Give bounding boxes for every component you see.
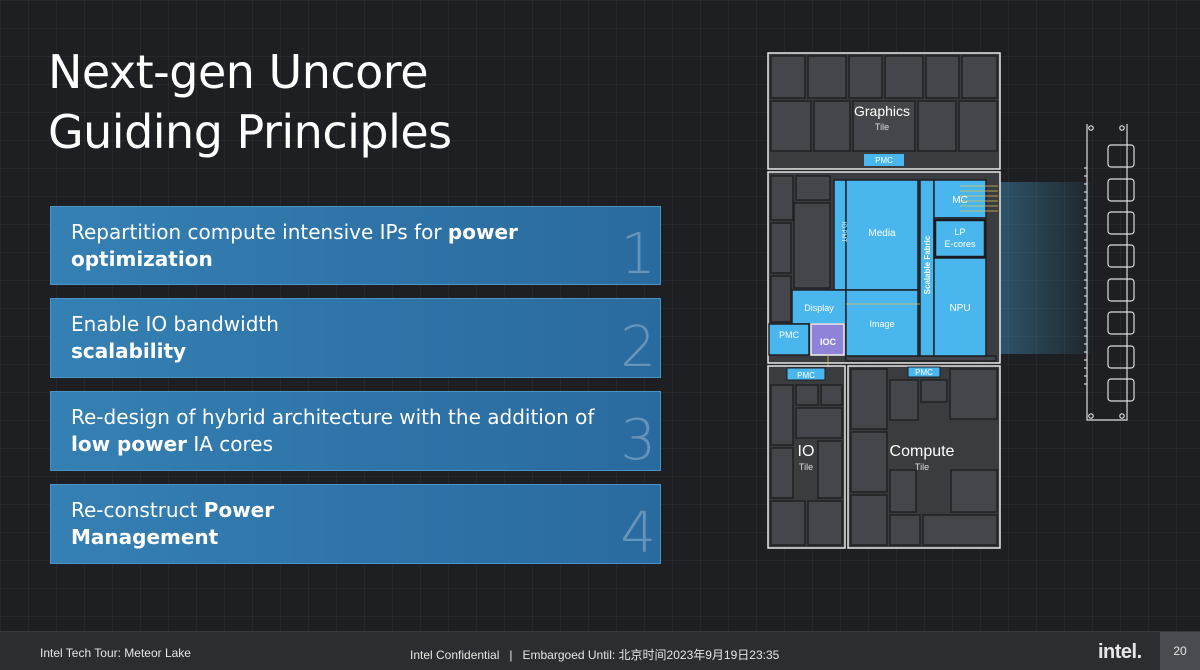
principle-card-2: Enable IO bandwidth scalability 2 — [50, 298, 661, 380]
io-tile — [767, 365, 846, 549]
io-pmc-block — [786, 367, 826, 381]
page-number: 20 — [1160, 632, 1200, 670]
fabric-label: Scalable Fabric — [923, 235, 932, 294]
soc-pmc-label: PMC — [779, 330, 800, 340]
memory-module — [1084, 124, 1135, 421]
lp-ecores-label-2: E-cores — [944, 239, 976, 249]
principle-card-4: Re-construct Power Management 4 — [50, 484, 661, 566]
principle-text: Re-construct Power Management — [71, 498, 275, 549]
title-line-2: Guiding Principles — [48, 105, 452, 159]
principle-text: Enable IO bandwidth scalability — [71, 312, 279, 363]
lp-ecores-label: LP — [954, 227, 965, 237]
principle-number: 4 — [620, 501, 656, 566]
lp-ecores-outline — [933, 218, 987, 259]
graphics-tile-sub: Tile — [875, 122, 889, 132]
footer-event: Intel Tech Tour: Meteor Lake — [40, 646, 191, 660]
ioc-block — [810, 323, 845, 356]
io-tile-label: IO — [798, 443, 815, 460]
graphics-pmc-label: PMC — [875, 156, 893, 165]
iopmt-label: IO PMT — [840, 222, 846, 243]
compute-pmc-label: PMC — [915, 368, 933, 377]
soc-blocks — [768, 179, 987, 357]
principle-text: Re-design of hybrid architecture with th… — [71, 405, 595, 456]
principle-number: 1 — [620, 222, 656, 287]
principle-card-3: Re-design of hybrid architecture with th… — [50, 391, 661, 473]
graphics-tile — [767, 52, 1001, 170]
io-pmc-label: PMC — [797, 371, 815, 380]
mc-lines — [827, 185, 998, 368]
npu-label: NPU — [949, 303, 970, 314]
principle-text: Repartition compute intensive IPs for po… — [71, 219, 518, 271]
footer-bar: Intel Tech Tour: Meteor Lake Intel Confi… — [0, 631, 1200, 670]
footer-confidential: Intel Confidential | Embargoed Until: 北京… — [410, 648, 780, 662]
title-line-1: Next-gen Uncore — [48, 45, 429, 99]
graphics-tile-label: Graphics — [854, 103, 910, 119]
image-label: Image — [869, 319, 894, 329]
mc-label: MC — [952, 195, 968, 206]
compute-pmc-block — [907, 366, 941, 378]
ioc-label: IOC — [820, 337, 837, 347]
compute-tile — [847, 365, 1001, 549]
io-tile-sub: Tile — [799, 462, 813, 472]
media-label: Media — [868, 228, 896, 239]
display-label: Display — [804, 303, 834, 313]
principle-number: 3 — [620, 408, 656, 473]
principle-number: 2 — [620, 315, 656, 380]
chip-diagram: Graphics Tile PMC Media MC LP E-cor — [767, 52, 1135, 549]
compute-tile-label: Compute — [890, 443, 955, 460]
compute-tile-sub: Tile — [915, 462, 929, 472]
intel-logo: intel. — [1098, 641, 1142, 663]
memory-link-beam — [1000, 182, 1090, 354]
principle-card-1: Repartition compute intensive IPs for po… — [50, 206, 661, 287]
graphics-pmc-block — [864, 154, 904, 166]
page-title: Next-gen Uncore Guiding Principles — [48, 42, 608, 162]
